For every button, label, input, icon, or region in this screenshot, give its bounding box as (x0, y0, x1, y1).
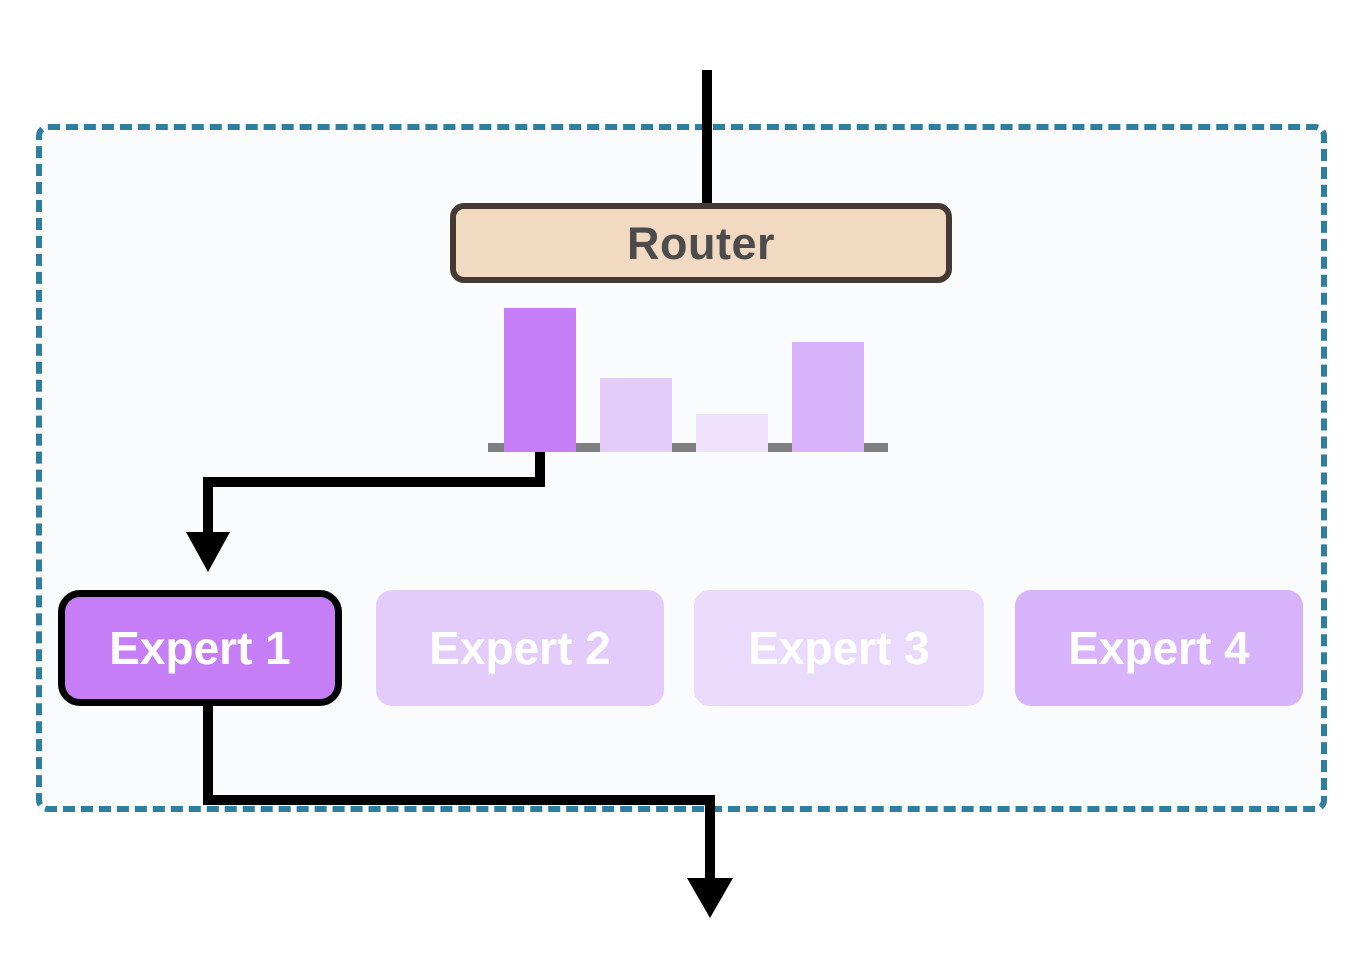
expert1-to-output-arrowhead (687, 878, 733, 918)
router-to-expert1-arrowhead (186, 532, 230, 572)
gating-bar-expert-2 (600, 378, 672, 452)
gating-bar-expert-3 (696, 414, 768, 452)
expert-node-1[interactable]: Expert 1 (58, 590, 342, 706)
router-gating-chart (488, 300, 888, 452)
expert-node-4[interactable]: Expert 4 (1015, 590, 1303, 706)
gating-bar-expert-4 (792, 342, 864, 452)
expert-node-3[interactable]: Expert 3 (694, 590, 984, 706)
router-label: Router (627, 217, 775, 269)
expert-node-2-label: Expert 2 (429, 622, 611, 674)
gating-bar-expert-1 (504, 308, 576, 452)
router-node[interactable]: Router (450, 203, 952, 283)
expert1-to-output-line (203, 706, 715, 878)
expert-node-3-label: Expert 3 (748, 622, 930, 674)
chart-baseline (488, 443, 888, 452)
expert-node-2[interactable]: Expert 2 (376, 590, 664, 706)
expert-node-1-label: Expert 1 (109, 622, 291, 674)
expert-node-4-label: Expert 4 (1068, 622, 1250, 674)
router-to-expert1-line (203, 448, 545, 532)
